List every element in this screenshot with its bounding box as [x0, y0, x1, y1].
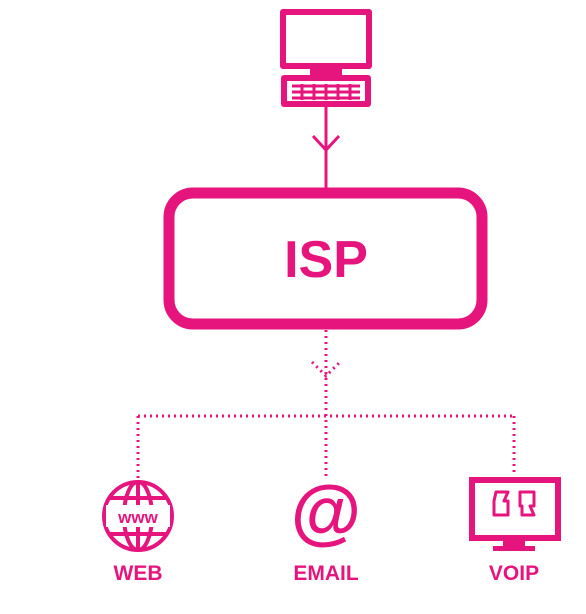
desktop-computer-icon	[280, 9, 372, 107]
www-globe-icon: www	[102, 480, 174, 552]
downlink-connector	[136, 330, 516, 478]
service-label-email: EMAIL	[293, 562, 359, 585]
monitor-quote-icon	[469, 477, 561, 551]
uplink-arrowhead	[311, 134, 341, 153]
service-label-voip: VOIP	[489, 562, 539, 585]
isp-label: ISP	[284, 231, 368, 289]
at-sign-icon: @	[291, 472, 361, 552]
svg-text:www: www	[117, 508, 158, 527]
uplink-connector	[311, 106, 341, 188]
svg-text:@: @	[291, 472, 361, 552]
isp-box	[163, 187, 488, 330]
downlink-arrowhead	[310, 360, 342, 379]
service-label-web: WEB	[114, 562, 163, 585]
